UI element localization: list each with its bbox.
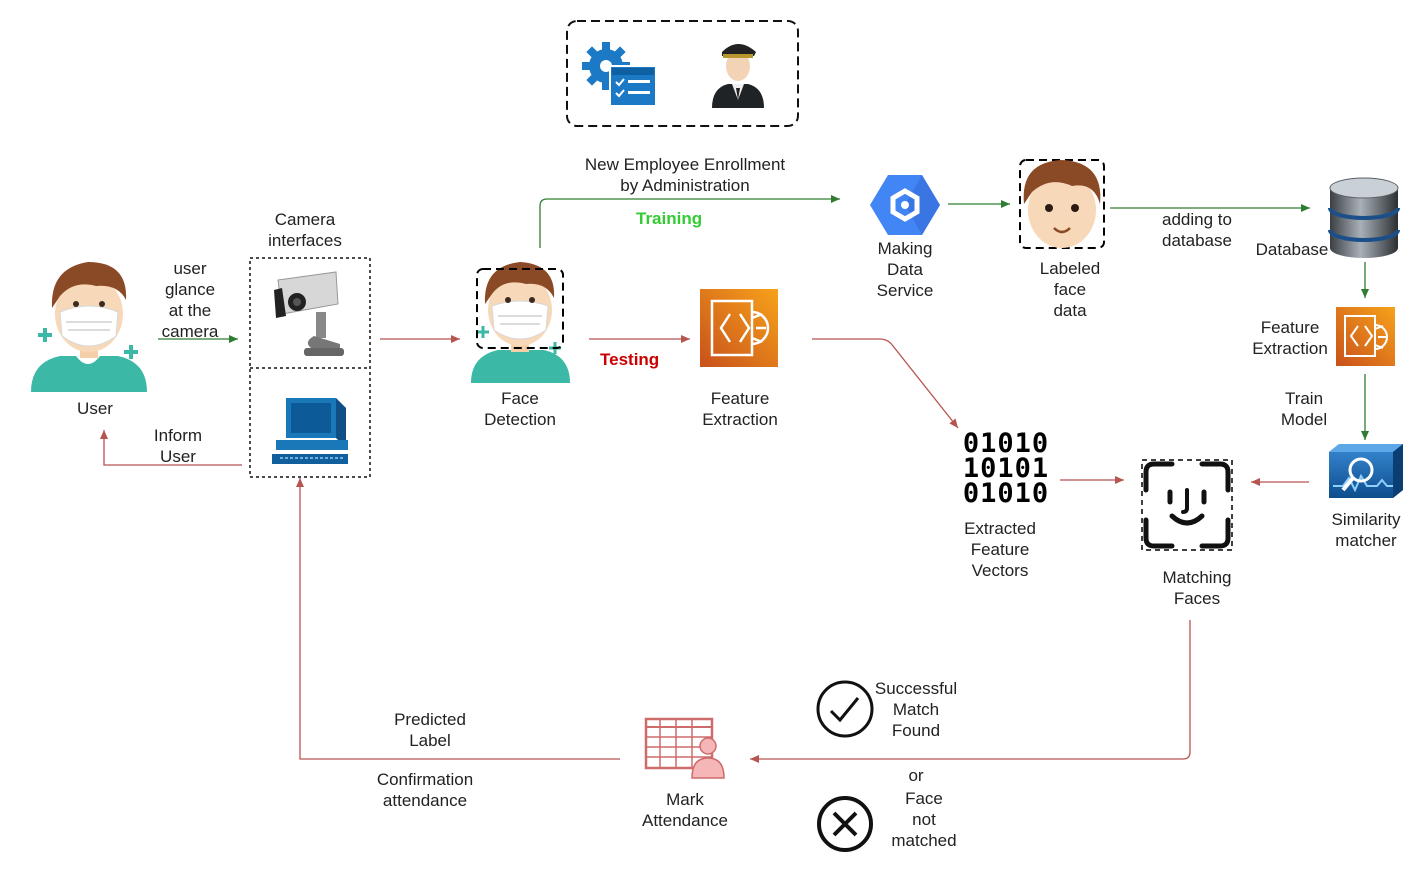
face-detection-icon	[471, 262, 570, 383]
database-label: Database	[1255, 240, 1329, 259]
labeled-face-icon	[1019, 159, 1105, 249]
admin-group-box	[566, 20, 799, 127]
attendance-table-icon	[644, 717, 725, 779]
similarity-matcher-icon	[1329, 444, 1403, 498]
check-circle-icon	[816, 680, 874, 738]
feature-extraction-label: Feature Extraction	[702, 389, 778, 429]
testing-label: Testing	[600, 350, 660, 369]
arrow-training	[539, 195, 840, 248]
camera-interfaces-box	[249, 257, 371, 478]
new-employee-label: New Employee Enrollment by Administratio…	[584, 155, 786, 195]
user-label: User	[77, 399, 113, 418]
labeled-face-data-label: Labeled face data	[1039, 259, 1101, 320]
face-id-icon	[1141, 459, 1233, 551]
confirmation-attendance-label: Confirmation attendance	[376, 770, 474, 810]
similarity-matcher-label: Similarity matcher	[1331, 510, 1401, 550]
database-icon	[1328, 177, 1400, 258]
arrow-inform-user	[100, 430, 242, 466]
feature-extraction-icon	[1336, 307, 1395, 366]
binary-vector-icon: 01010 10101 01010	[962, 428, 1050, 509]
training-label: Training	[636, 209, 703, 228]
arrow-to-camera-interfaces	[296, 478, 620, 760]
cctv-camera-icon	[274, 271, 344, 356]
connectors	[100, 195, 1369, 763]
data-service-icon	[870, 175, 940, 235]
x-circle-icon	[817, 796, 873, 852]
face-detection-label: Face Detection	[484, 389, 556, 429]
train-model-label: Train Model	[1280, 389, 1328, 429]
extracted-feature-vectors-label: Extracted Feature Vectors	[964, 519, 1036, 580]
face-not-matched-label: Face not matched	[891, 789, 957, 850]
computer-icon	[272, 398, 348, 464]
administrator-icon	[712, 44, 764, 108]
mark-attendance-label: Mark Attendance	[641, 790, 728, 830]
predicted-label-label: Predicted Label	[394, 710, 466, 750]
adding-to-database-label: adding to database	[1162, 210, 1232, 250]
camera-interfaces-label: Camera interfaces	[268, 210, 342, 250]
inform-user-label: Inform User	[153, 426, 203, 466]
feature-extraction-icon	[700, 289, 778, 367]
making-data-service-label: Making Data Service	[876, 239, 934, 300]
successful-match-label: Successful Match Found	[874, 679, 958, 740]
arrow-to-vectors	[812, 338, 959, 429]
or-label: or	[908, 766, 924, 785]
user-glance-label: user glance at the camera	[161, 259, 219, 341]
feature-extraction-right-label: Feature Extraction	[1252, 318, 1328, 358]
user-masked-icon	[31, 262, 147, 392]
arrow-to-mark-attendance	[750, 620, 1191, 763]
settings-list-icon	[582, 42, 657, 107]
matching-faces-label: Matching Faces	[1162, 568, 1232, 608]
